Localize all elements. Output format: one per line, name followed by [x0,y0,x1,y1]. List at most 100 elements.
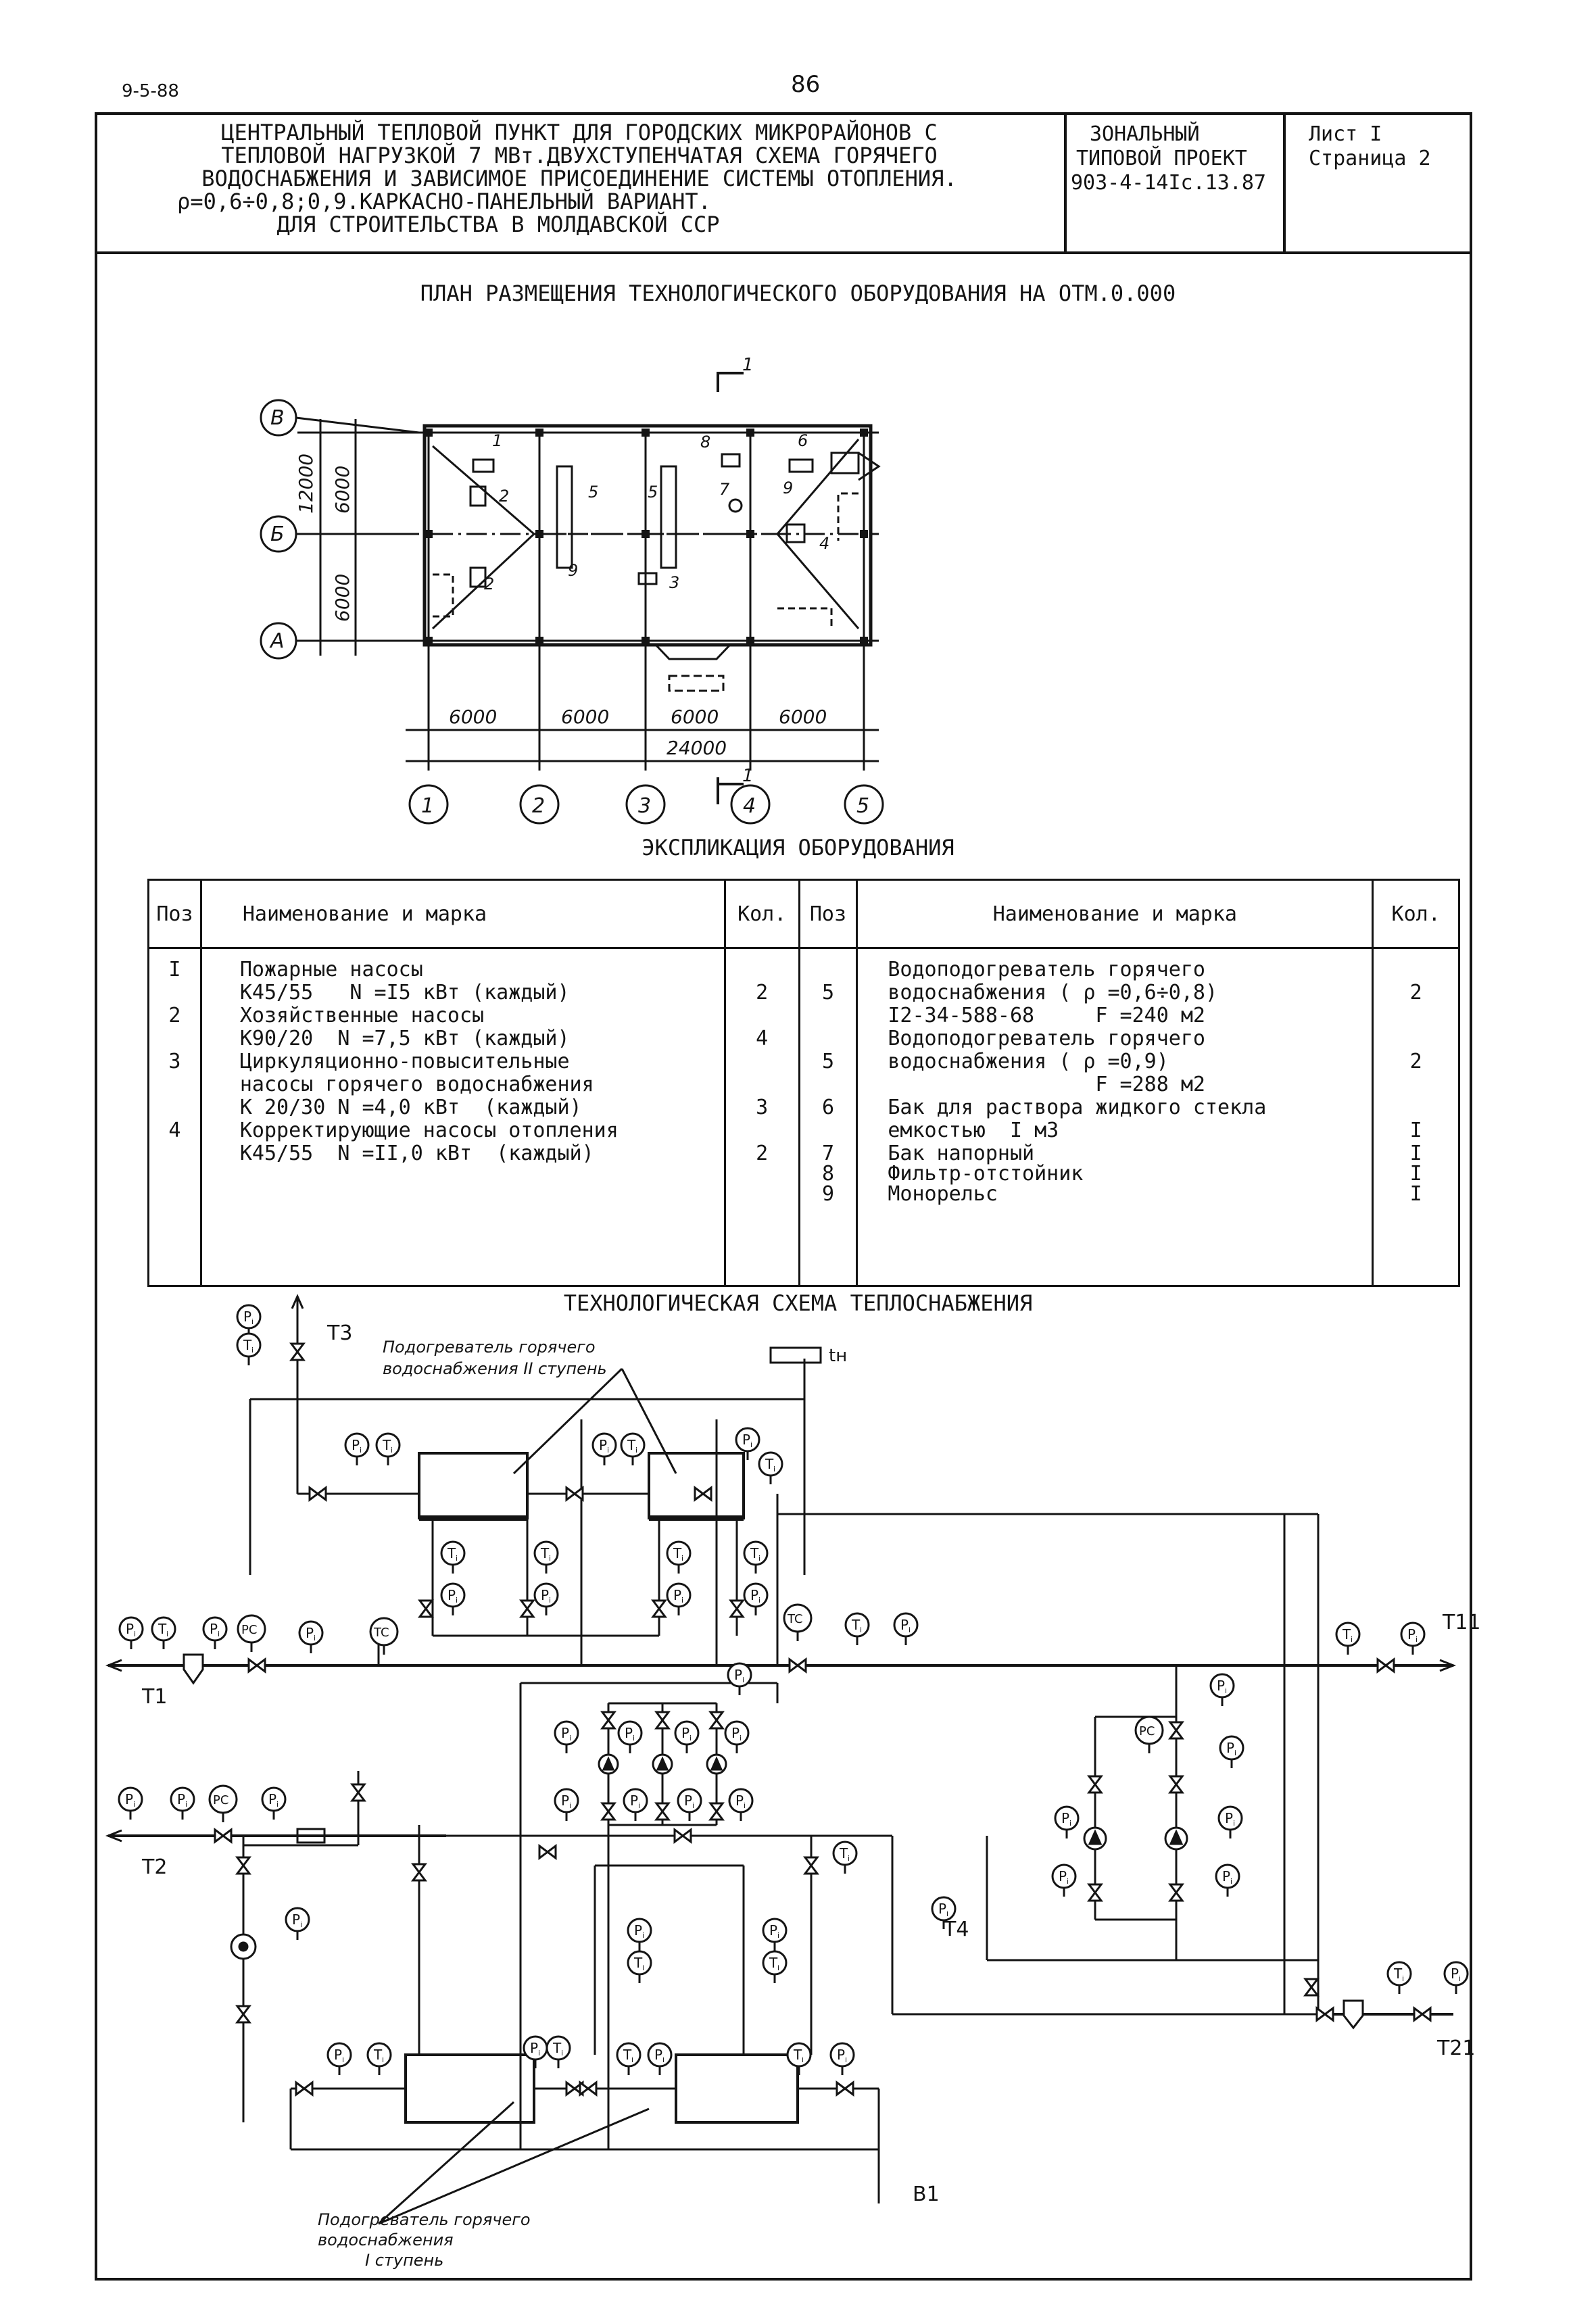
svg-text:i: i [569,1734,571,1743]
svg-text:P: P [654,2047,662,2063]
table-cell: водоснабжения ( ρ =0,9) [888,1050,1169,1073]
svg-text:P: P [837,2047,845,2063]
svg-text:i: i [690,1734,692,1743]
svg-text:TC: TC [787,1612,803,1626]
stage1-note-line-3: I ступень [365,2251,443,2270]
section-mark-top: 1 [742,355,754,375]
svg-text:i: i [631,2055,633,2064]
stage2-note-line-2: водоснабжения II ступень [383,1359,607,1378]
valve-icon [1087,1775,1103,1794]
project-line-2: ТИПОВОЙ ПРОЕКТ [1076,147,1247,170]
svg-text:i: i [740,1734,742,1743]
sheet-info-block: Лист I Страница 2 [1286,112,1470,254]
svg-text:i: i [391,1446,393,1455]
svg-text:i: i [758,1596,760,1605]
valve-icon [289,1342,306,1361]
pipe-label-t2: Т2 [141,1855,167,1879]
svg-text:T: T [851,1617,861,1633]
pipe-label-t11: Т11 [1442,1611,1481,1634]
svg-text:T: T [1393,1966,1403,1982]
table-cell: Циркуляционно-повысительные [239,1050,570,1073]
right-name-column: Водоподогреватель горячего водоснабжения… [856,947,1374,1287]
valve-icon [673,1828,692,1844]
plan-pos-7: 7 [719,480,730,499]
valve-icon [729,1599,745,1618]
svg-text:P: P [243,1309,251,1325]
svg-text:P: P [125,1791,133,1807]
valve-icon [565,1486,584,1502]
svg-text:P: P [742,1432,750,1448]
svg-text:P: P [1059,1868,1067,1884]
document-code: 9-5-88 [122,81,179,101]
svg-text:i: i [758,1554,760,1563]
table-cell: 3 [168,1050,181,1073]
col-header-pos: Поз [147,879,202,949]
table-cell: 2 [1409,1050,1422,1073]
valve-icon [411,1863,427,1882]
svg-text:P: P [750,1587,758,1603]
valve-icon [1168,1721,1184,1740]
table-cell: водоснабжения ( ρ =0,6÷0,8) [888,981,1218,1004]
svg-text:T: T [552,2040,562,2056]
svg-text:i: i [1067,1877,1069,1886]
table-cell: Водоподогреватель горячего [888,1027,1205,1050]
table-cell: I [168,958,181,981]
temperature-controller-icon: TC [369,1617,399,1655]
plan-pos-3: 3 [669,573,679,592]
table-cell: емкостью I м3 [888,1119,1059,1142]
svg-text:i: i [1459,1974,1461,1983]
table-cell: 5 [821,981,834,1004]
equipment-table: Поз Наименование и марка Кол. Поз Наимен… [147,879,1460,1287]
svg-text:P: P [630,1793,638,1809]
svg-text:P: P [530,2040,538,2056]
table-cell: Бак напорный [888,1142,1035,1165]
svg-text:P: P [1407,1626,1416,1642]
outdoor-temp-label: tн [829,1346,847,1366]
svg-text:P: P [561,1793,569,1809]
col-header-name-2: Наименование и марка [856,879,1374,949]
table-cell: 9 [821,1182,834,1206]
sheet-number: Лист I [1309,122,1382,146]
svg-text:P: P [306,1625,314,1641]
svg-text:i: i [549,1596,551,1605]
svg-text:T: T [839,1845,848,1861]
svg-text:i: i [802,2055,804,2064]
valve-icon [651,1599,667,1618]
valve-icon [788,1657,807,1674]
right-pos-column: ​ 5 ​​ 5 ​ 6 ​ 7 8 9 [798,947,859,1287]
left-pos-column: I ​ 2 ​ 3 ​​ 4 [147,947,202,1287]
dim-bay-1: 6000 [449,706,497,728]
svg-text:P: P [938,1901,946,1917]
table-cell: 2 [168,1004,181,1027]
svg-text:TC: TC [373,1626,389,1640]
valve-icon [654,1802,671,1821]
svg-text:i: i [218,1630,220,1638]
svg-text:P: P [900,1617,909,1633]
valve-icon [708,1711,725,1730]
valve-icon [1087,1883,1103,1902]
svg-text:i: i [1069,1819,1071,1828]
svg-text:i: i [777,1964,779,1972]
table-cell: Хозяйственные насосы [239,1004,485,1027]
svg-text:i: i [633,1734,635,1743]
table-cell: 8 [821,1162,834,1186]
dim-total-horizontal: 24000 [667,737,727,759]
svg-text:i: i [1230,1877,1232,1886]
